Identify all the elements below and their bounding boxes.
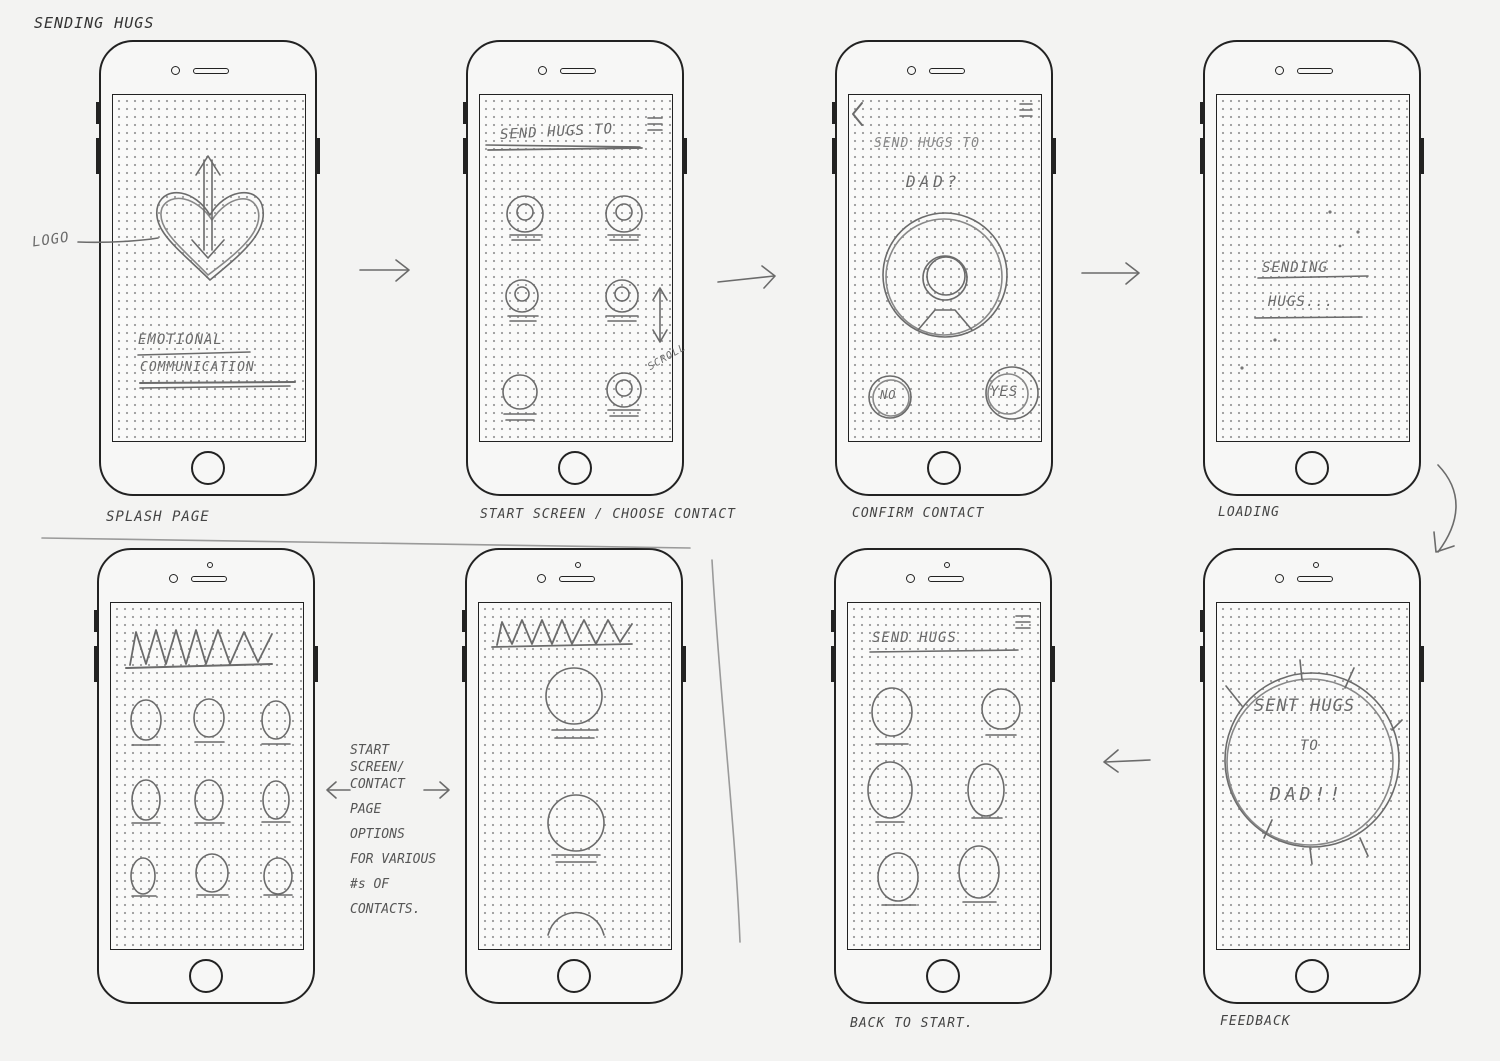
caption-confirm-contact: CONFIRM CONTACT	[852, 506, 985, 521]
phone-contacts-list	[462, 548, 686, 1004]
options-note: START SCREEN/ CONTACT PAGE OPTIONS FOR V…	[350, 738, 460, 922]
speaker-grille	[1297, 68, 1333, 74]
home-button	[1295, 959, 1329, 993]
phone-screen	[847, 602, 1041, 950]
column-divider	[711, 559, 741, 943]
phone-back-to-start	[831, 548, 1055, 1004]
phone-screen	[478, 602, 672, 950]
splash-title-line2: COMMUNICATION	[140, 360, 255, 375]
note-line: CONTACTS.	[350, 902, 421, 917]
phone-start-screen	[463, 40, 687, 496]
flow-arrow-icon	[359, 259, 410, 282]
speaker-grille	[559, 576, 595, 582]
speaker-grille	[193, 68, 229, 74]
phone-contacts-grid	[94, 548, 318, 1004]
home-button	[558, 451, 592, 485]
sensor-dot	[207, 562, 213, 568]
loading-line2: HUGS...	[1268, 294, 1335, 310]
camera-icon	[169, 574, 178, 583]
caption-loading: LOADING	[1218, 505, 1280, 520]
home-button	[191, 451, 225, 485]
speaker-grille	[929, 68, 965, 74]
phone-screen	[1216, 94, 1410, 442]
home-button	[557, 959, 591, 993]
camera-icon	[907, 66, 916, 75]
phone-screen	[110, 602, 304, 950]
home-button	[927, 451, 961, 485]
phone-loading	[1200, 40, 1424, 496]
no-button-label[interactable]: NO	[880, 388, 897, 402]
phone-feedback	[1200, 548, 1424, 1004]
camera-icon	[906, 574, 915, 583]
caption-start-screen: START SCREEN / CHOOSE CONTACT	[480, 507, 736, 522]
flow-arrow-icon	[1433, 464, 1457, 553]
sensor-dot	[1313, 562, 1319, 568]
camera-icon	[1275, 66, 1284, 75]
feedback-line3: DAD!!	[1270, 784, 1345, 805]
note-line: #s OF	[350, 877, 390, 892]
camera-icon	[538, 66, 547, 75]
sheet-title: SENDING HUGS	[34, 14, 155, 32]
logo-label: LOGO	[31, 229, 71, 251]
bidirectional-arrow-icon	[326, 781, 351, 799]
note-line: START	[350, 743, 390, 758]
flow-arrow-icon	[1103, 749, 1151, 773]
home-button	[189, 959, 223, 993]
caption-feedback: FEEDBACK	[1220, 1014, 1291, 1029]
speaker-grille	[560, 68, 596, 74]
flow-arrow-icon	[717, 265, 776, 289]
caption-splash-page: SPLASH PAGE	[106, 509, 210, 525]
home-button	[1295, 451, 1329, 485]
send-hugs-header: SEND HUGS	[872, 630, 957, 646]
loading-line1: SENDING	[1262, 260, 1329, 276]
speaker-grille	[1297, 576, 1333, 582]
camera-icon	[537, 574, 546, 583]
confirm-title: SEND HUGS TO	[874, 136, 980, 151]
home-button	[926, 959, 960, 993]
note-line: OPTIONS	[350, 827, 405, 842]
phone-screen	[1216, 602, 1410, 950]
caption-back-to-start: BACK TO START.	[850, 1016, 974, 1031]
camera-icon	[1275, 574, 1284, 583]
feedback-line2: TO	[1300, 738, 1319, 754]
camera-icon	[171, 66, 180, 75]
speaker-grille	[191, 576, 227, 582]
confirm-contact-name: DAD?	[906, 172, 961, 191]
note-line: CONTACT	[350, 777, 405, 792]
feedback-line1: SENT HUGS	[1254, 696, 1356, 716]
speaker-grille	[928, 576, 964, 582]
splash-title-line1: EMOTIONAL	[138, 332, 223, 348]
note-line: SCREEN/	[350, 760, 405, 775]
sensor-dot	[575, 562, 581, 568]
phone-confirm-contact	[832, 40, 1056, 496]
note-line: PAGE	[350, 802, 382, 817]
flow-arrow-icon	[1081, 262, 1140, 285]
sensor-dot	[944, 562, 950, 568]
phone-screen	[112, 94, 306, 442]
phone-screen	[479, 94, 673, 442]
note-line: FOR VARIOUS	[350, 852, 437, 867]
yes-button-label[interactable]: YES	[990, 384, 1019, 400]
row-divider	[41, 537, 691, 549]
phone-splash-page	[96, 40, 320, 496]
